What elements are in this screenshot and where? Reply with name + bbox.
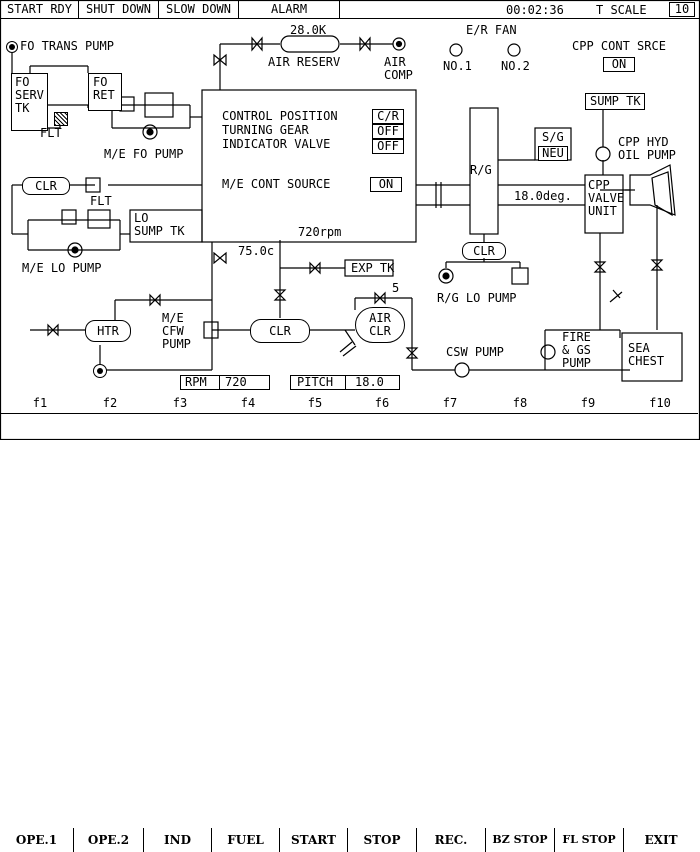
rec-button[interactable]: REC. [417, 828, 486, 852]
me-cont-source-label: M/E CONT SOURCE [222, 177, 331, 191]
me-fo-pump-label: M/E FO PUMP [104, 147, 184, 161]
t-scale-label: T SCALE [596, 3, 647, 17]
rpm-display: RPM 720 [180, 375, 270, 390]
fl-stop-button[interactable]: FL STOP [555, 828, 624, 852]
fo-trans-pump-label: FO TRANS PUMP [20, 39, 114, 53]
sump-tk-box: SUMP TK [585, 93, 645, 110]
fuel-button[interactable]: FUEL [212, 828, 280, 852]
control-position-value[interactable]: C/R [372, 109, 404, 124]
shaft-generator-value[interactable]: NEU [538, 146, 568, 161]
csw-pump-label: CSW PUMP [446, 345, 504, 359]
fo-filter-label: FLT [40, 126, 62, 140]
pitch-display: PITCH 18.0 [290, 375, 400, 390]
fo-trans-pump-icon[interactable] [6, 41, 18, 53]
shaft-generator-label: S/G [542, 130, 564, 144]
cpp-hyd-oil-pump-label: CPP HYD OIL PUMP [618, 135, 676, 162]
cooling-water-temp: 75.0c [238, 244, 275, 258]
rpm-label: RPM [185, 375, 207, 389]
cpp-cont-srce-value[interactable]: ON [603, 57, 635, 72]
turning-gear-value[interactable]: OFF [372, 124, 404, 139]
fkey-label-f2: f2 [102, 396, 118, 410]
ope1-button[interactable]: OPE.1 [0, 828, 74, 852]
fkey-label-f4: f4 [240, 396, 256, 410]
er-fan-title: E/R FAN [466, 23, 517, 37]
cfw-cooler: CLR [250, 319, 310, 343]
t-scale-value: 10 [669, 2, 695, 17]
er-fan-no1-label: NO.1 [443, 59, 472, 73]
fkey-label-f1: f1 [32, 396, 48, 410]
indicator-valve-label: INDICATOR VALVE [222, 137, 331, 151]
turning-gear-label: TURNING GEAR [222, 123, 309, 137]
ope2-button[interactable]: OPE.2 [74, 828, 144, 852]
me-cont-source-value[interactable]: ON [370, 177, 402, 192]
alarm-indicator: ALARM [239, 1, 340, 18]
air-pressure-value: 28.0K [290, 23, 327, 37]
air-cooler: AIR CLR [355, 307, 405, 343]
reduction-gear-label: R/G [470, 163, 492, 177]
function-button-bar: OPE.1 OPE.2 IND FUEL START STOP REC. BZ … [0, 413, 698, 852]
rg-cooler: CLR [462, 242, 506, 260]
er-fan-no2-label: NO.2 [501, 59, 530, 73]
me-cfw-pump-label: M/E CFW PUMP [162, 311, 191, 351]
fkey-label-f3: f3 [172, 396, 188, 410]
indicator-valve-value[interactable]: OFF [372, 139, 404, 154]
fo-ret-tank: FO RET [88, 73, 122, 111]
pitch-divider [345, 376, 346, 389]
engine-rpm-display: 720rpm [298, 225, 342, 239]
fkey-label-f9: f9 [580, 396, 596, 410]
fo-serv-tank: FO SERV TK [11, 73, 48, 131]
start-ready-indicator: START RDY [1, 1, 79, 18]
fkey-label-f10: f10 [649, 396, 671, 410]
lo-sump-tk-label: LO SUMP TK [134, 211, 185, 238]
air-comp-label: AIR COMP [384, 55, 413, 82]
fkey-label-f7: f7 [442, 396, 458, 410]
lo-cooler: CLR [22, 177, 70, 195]
fkey-label-f6: f6 [374, 396, 390, 410]
lo-filter-label: FLT [90, 194, 112, 208]
stop-button[interactable]: STOP [348, 828, 417, 852]
clock-display: 00:02:36 [506, 3, 564, 17]
pitch-label: PITCH [297, 375, 334, 389]
cfw-pump-icon[interactable] [93, 364, 107, 378]
cpp-cont-srce-label: CPP CONT SRCE [572, 39, 666, 53]
fkey-label-f5: f5 [307, 396, 323, 410]
air-reserv-label: AIR RESERV [268, 55, 341, 69]
cpp-pitch-angle: 18.0deg. [514, 189, 572, 203]
rg-lo-pump-label: R/G LO PUMP [437, 291, 517, 305]
fkey-label-f8: f8 [512, 396, 528, 410]
ind-button[interactable]: IND [144, 828, 212, 852]
air-cooler-number: 5 [392, 281, 400, 295]
slow-down-indicator: SLOW DOWN [159, 1, 239, 18]
control-position-label: CONTROL POSITION [222, 109, 338, 123]
shut-down-indicator: SHUT DOWN [79, 1, 159, 18]
exit-button[interactable]: EXIT [644, 833, 678, 847]
header-bar: START RDY SHUT DOWN SLOW DOWN ALARM 00:0… [0, 0, 700, 19]
heater: HTR [85, 320, 131, 342]
bz-stop-button[interactable]: BZ STOP [486, 828, 555, 852]
me-lo-pump-label: M/E LO PUMP [22, 261, 102, 275]
cpp-valve-unit-label: CPP VALVE UNIT [588, 178, 625, 218]
start-button[interactable]: START [280, 828, 348, 852]
exp-tk-label: EXP TK [351, 261, 395, 275]
sea-chest-label: SEA CHEST [628, 341, 665, 368]
fo-filter-icon [54, 112, 68, 126]
rpm-divider [219, 376, 220, 389]
pitch-value: 18.0 [355, 375, 384, 389]
fire-gs-pump-label: FIRE & GS PUMP [562, 330, 591, 370]
rpm-value: 720 [225, 375, 247, 389]
